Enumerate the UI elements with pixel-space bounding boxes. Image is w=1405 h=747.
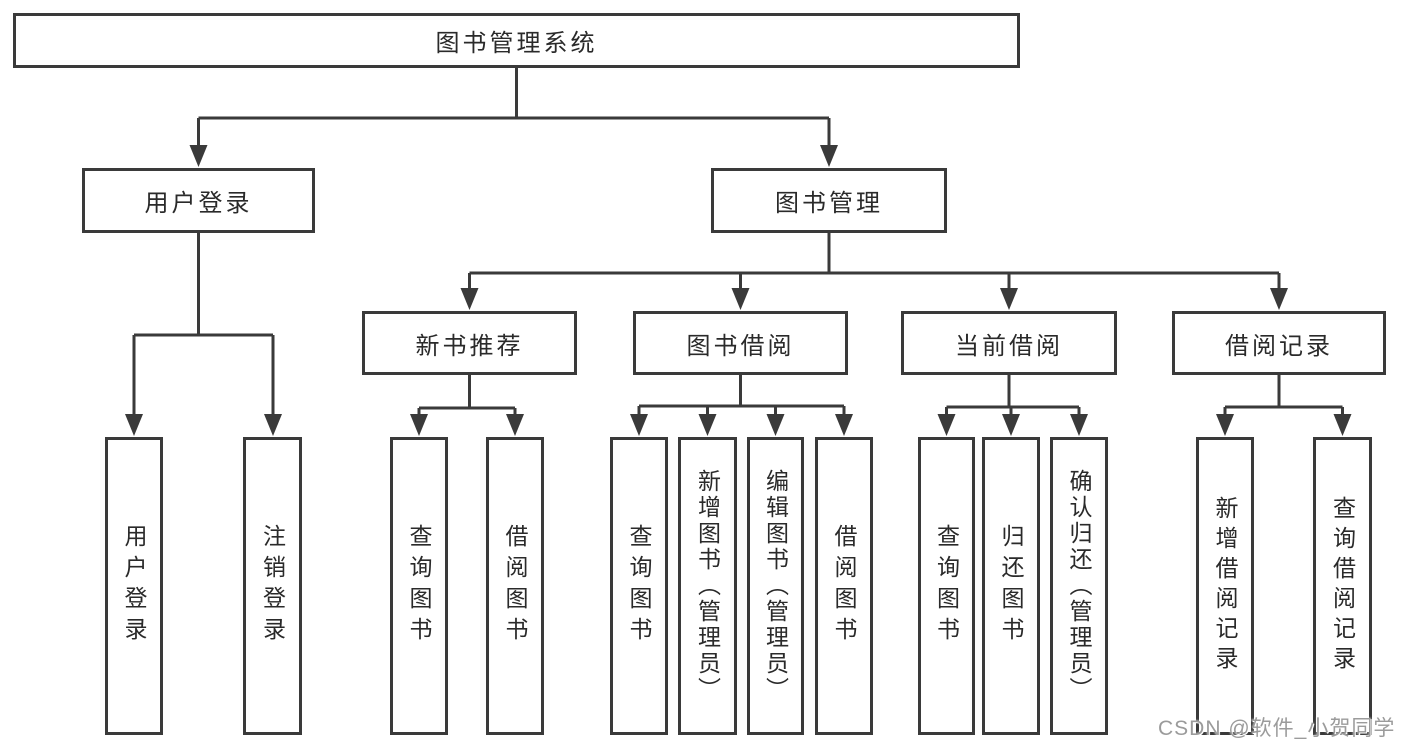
edge-bookmgmt-branch (468, 233, 1281, 295)
tree-edges (132, 68, 1344, 421)
node-book-borrowing: 图书借阅 (633, 311, 848, 375)
node-user-login: 用户登录 (82, 168, 315, 233)
arrowhead (937, 414, 956, 436)
leaf-return-books: 归还图书 (982, 437, 1040, 735)
arrowhead (1002, 414, 1020, 436)
leaf-add-books-admin: 新增图书（管理员） (678, 437, 737, 735)
edge-borrowrecord-branch (1223, 375, 1344, 421)
node-new-book-recommendation: 新书推荐 (362, 311, 577, 375)
arrowheads (125, 145, 1352, 436)
leaf-add-borrow-record: 新增借阅记录 (1196, 437, 1254, 735)
leaf-logout: 注销登录 (243, 437, 302, 735)
arrowhead (835, 414, 853, 436)
arrowhead (1070, 414, 1088, 436)
edge-bookborrow-branch (637, 375, 846, 421)
leaf-borrow-books: 借阅图书 (815, 437, 873, 735)
edge-level2-drops (197, 118, 831, 152)
leaf-query-books-borrow: 查询图书 (610, 437, 668, 735)
arrowhead (698, 414, 717, 436)
arrowhead (264, 414, 282, 436)
arrowhead (766, 414, 785, 436)
arrowhead (1333, 414, 1352, 436)
node-current-borrowing: 当前借阅 (901, 311, 1117, 375)
arrowhead (1216, 414, 1234, 436)
arrowhead (1270, 288, 1288, 310)
arrowhead (506, 414, 524, 436)
arrowhead (731, 288, 750, 310)
node-book-management: 图书管理 (711, 168, 947, 233)
arrowhead (820, 145, 838, 167)
node-library-management-system: 图书管理系统 (13, 13, 1020, 68)
leaf-confirm-return-admin: 确认归还（管理员） (1050, 437, 1108, 735)
leaf-query-books-current: 查询图书 (918, 437, 975, 735)
edge-userlogin-branch (132, 233, 275, 421)
arrowhead (125, 414, 143, 436)
arrowhead (630, 414, 648, 436)
leaf-borrow-books-recommend: 借阅图书 (486, 437, 544, 735)
leaf-query-books-recommend: 查询图书 (390, 437, 448, 735)
leaf-edit-books-admin: 编辑图书（管理员） (747, 437, 804, 735)
leaf-user-login: 用户登录 (105, 437, 163, 735)
leaf-query-borrow-record: 查询借阅记录 (1313, 437, 1372, 735)
arrowhead (410, 414, 428, 436)
arrowhead (460, 288, 479, 310)
arrowhead (189, 145, 208, 167)
arrowhead (1000, 288, 1018, 310)
node-borrowing-records: 借阅记录 (1172, 311, 1386, 375)
edge-newbook-branch (417, 375, 517, 421)
csdn-watermark: CSDN @软件_小贺同学 (1158, 717, 1396, 740)
